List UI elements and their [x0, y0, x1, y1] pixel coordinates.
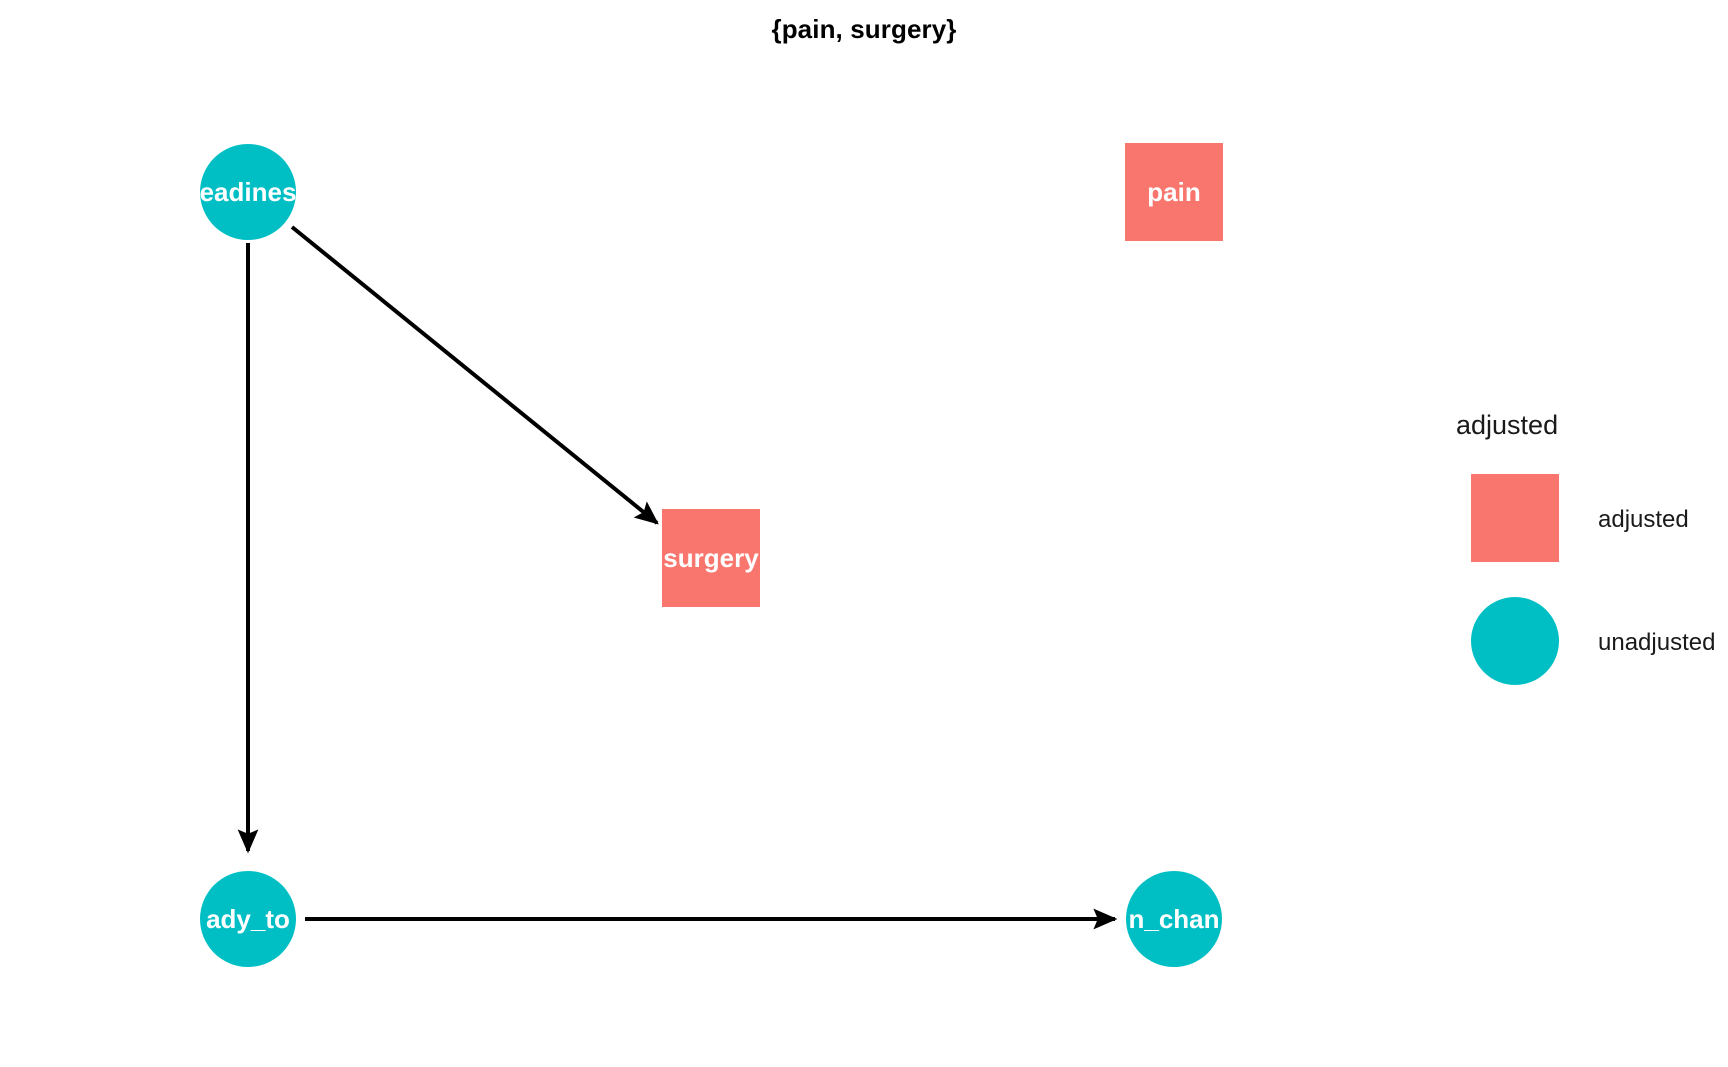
legend-label-adjusted: adjusted	[1598, 506, 1689, 533]
legend-title: adjusted	[1456, 410, 1559, 440]
legend-swatch-square-icon	[1471, 474, 1559, 562]
node-pain_change[interactable]: n_chan	[1126, 871, 1222, 967]
node-label-pain_change: n_chan	[1128, 904, 1220, 934]
page-title: {pain, surgery}	[771, 14, 957, 44]
edge-readiness-to-surgery	[290, 225, 659, 525]
node-label-pain: pain	[1147, 177, 1201, 207]
node-surgery[interactable]: surgery	[662, 509, 760, 607]
node-label-ready_to: ady_to	[206, 904, 290, 934]
node-label-readiness: eadines	[200, 177, 296, 207]
legend-label-unadjusted: unadjusted	[1598, 629, 1716, 656]
node-readiness[interactable]: eadines	[200, 144, 296, 240]
node-label-surgery: surgery	[663, 543, 759, 573]
node-pain[interactable]: pain	[1125, 143, 1223, 241]
node-ready_to[interactable]: ady_to	[200, 871, 296, 967]
legend-swatch-circle-icon	[1471, 597, 1559, 685]
